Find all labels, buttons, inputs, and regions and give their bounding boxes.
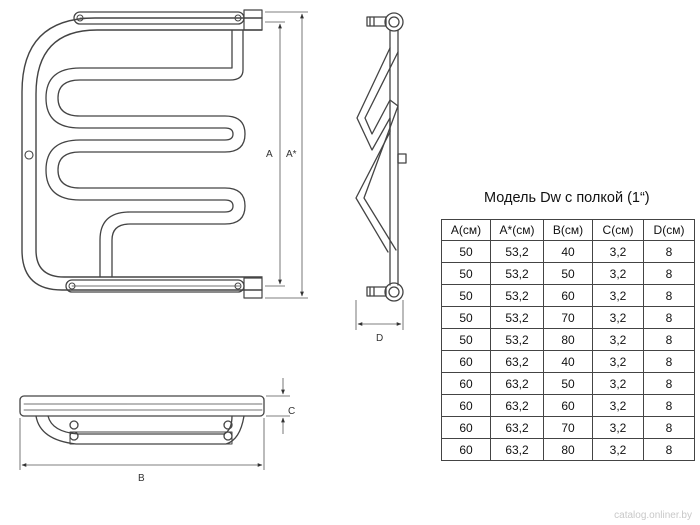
table-cell: 3,2 (592, 262, 644, 285)
table-cell: 3,2 (592, 306, 644, 329)
table-cell: 3,2 (592, 284, 644, 307)
table-cell: 50 (543, 262, 593, 285)
table-cell: 60 (441, 350, 491, 373)
label-a: A (266, 149, 273, 160)
watermark: catalog.onliner.by (614, 510, 692, 521)
table-row: 60 63,2 80 3,2 8 (441, 438, 695, 461)
label-c: C (288, 406, 295, 417)
table-cell: 8 (643, 306, 695, 329)
table-cell: 60 (441, 438, 491, 461)
table-cell: 53,2 (490, 262, 544, 285)
table-cell: 8 (643, 416, 695, 439)
table-cell: 50 (543, 372, 593, 395)
dimension-a (265, 21, 285, 287)
table-cell: 40 (543, 350, 593, 373)
dimension-a-star (265, 11, 308, 299)
header-a: A(см) (441, 219, 491, 241)
table-cell: 8 (643, 350, 695, 373)
table-cell: 8 (643, 284, 695, 307)
table-row: 50 53,2 40 3,2 8 (441, 240, 695, 263)
table-row: 60 63,2 70 3,2 8 (441, 416, 695, 439)
table-cell: 3,2 (592, 240, 644, 263)
table-row: 50 53,2 70 3,2 8 (441, 306, 695, 329)
table-cell: 53,2 (490, 328, 544, 351)
header-c: C(см) (592, 219, 644, 241)
table-cell: 8 (643, 438, 695, 461)
table-cell: 3,2 (592, 328, 644, 351)
side-view (355, 12, 407, 302)
header-d: D(см) (643, 219, 695, 241)
table-cell: 3,2 (592, 372, 644, 395)
table-header-row: A(см) A*(см) B(см) C(см) D(см) (441, 219, 695, 241)
dimension-b (19, 418, 265, 470)
table-cell: 8 (643, 240, 695, 263)
table-cell: 53,2 (490, 284, 544, 307)
table-cell: 63,2 (490, 438, 544, 461)
table-cell: 3,2 (592, 416, 644, 439)
table-cell: 50 (441, 306, 491, 329)
table-cell: 70 (543, 306, 593, 329)
model-title: Модель Dw с полкой (1“) (484, 190, 650, 206)
serpentine-coil (45, 29, 246, 278)
top-view (19, 395, 265, 445)
table-cell: 8 (643, 262, 695, 285)
dimension-c (266, 378, 290, 434)
table-cell: 3,2 (592, 350, 644, 373)
table-cell: 60 (441, 372, 491, 395)
spec-table: A(см) A*(см) B(см) C(см) D(см) 50 53,2 4… (441, 219, 695, 461)
dimension-d (355, 300, 404, 330)
table-cell: 8 (643, 394, 695, 417)
table-cell: 80 (543, 438, 593, 461)
table-cell: 3,2 (592, 394, 644, 417)
table-cell: 53,2 (490, 306, 544, 329)
label-d: D (376, 333, 383, 344)
label-b: B (138, 473, 145, 484)
header-b: B(см) (543, 219, 593, 241)
front-view (21, 9, 263, 299)
table-cell: 60 (441, 394, 491, 417)
table-cell: 60 (543, 394, 593, 417)
table-cell: 60 (441, 416, 491, 439)
table-row: 60 63,2 60 3,2 8 (441, 394, 695, 417)
table-row: 60 63,2 50 3,2 8 (441, 372, 695, 395)
table-row: 50 53,2 80 3,2 8 (441, 328, 695, 351)
table-cell: 50 (441, 284, 491, 307)
table-cell: 63,2 (490, 372, 544, 395)
label-a-star: A* (286, 149, 297, 160)
table-row: 50 53,2 60 3,2 8 (441, 284, 695, 307)
table-cell: 80 (543, 328, 593, 351)
table-cell: 3,2 (592, 438, 644, 461)
table-cell: 70 (543, 416, 593, 439)
table-row: 60 63,2 40 3,2 8 (441, 350, 695, 373)
table-cell: 60 (543, 284, 593, 307)
table-cell: 53,2 (490, 240, 544, 263)
table-cell: 8 (643, 328, 695, 351)
table-cell: 40 (543, 240, 593, 263)
table-cell: 50 (441, 240, 491, 263)
table-cell: 8 (643, 372, 695, 395)
table-cell: 63,2 (490, 394, 544, 417)
table-row: 50 53,2 50 3,2 8 (441, 262, 695, 285)
table-cell: 63,2 (490, 416, 544, 439)
bottom-rail (65, 277, 263, 299)
table-cell: 63,2 (490, 350, 544, 373)
header-a-star: A*(см) (490, 219, 544, 241)
top-rail (73, 9, 263, 31)
table-cell: 50 (441, 262, 491, 285)
table-cell: 50 (441, 328, 491, 351)
